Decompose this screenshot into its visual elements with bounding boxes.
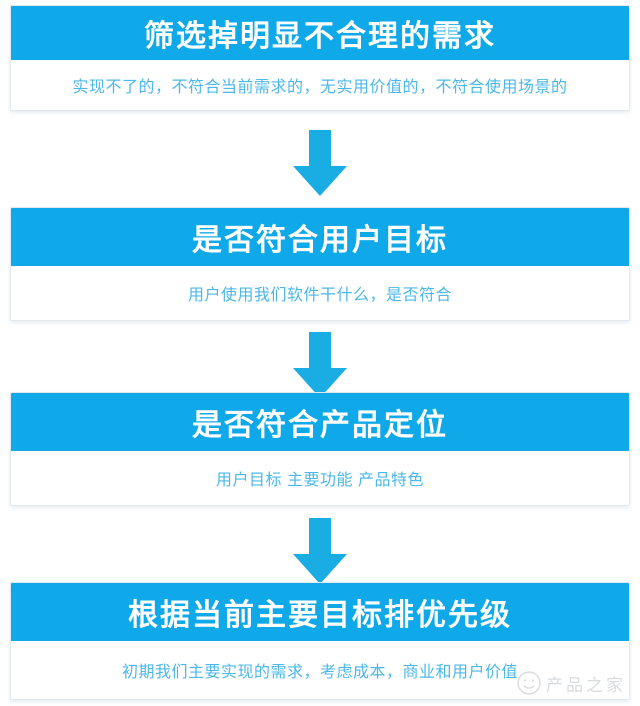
flow-node-1: 筛选掉明显不合理的需求 实现不了的，不符合当前需求的，无实用价值的，不符合使用场…	[10, 5, 630, 111]
arrow-down-icon	[293, 332, 347, 398]
arrow-down-icon	[293, 518, 347, 584]
flow-node-2-subtitle: 用户使用我们软件干什么，是否符合	[11, 266, 629, 320]
flow-node-3-title: 是否符合产品定位	[11, 393, 629, 451]
flow-node-3-subtitle: 用户目标 主要功能 产品特色	[11, 451, 629, 505]
flow-node-1-title: 筛选掉明显不合理的需求	[11, 6, 629, 60]
flow-node-2-title: 是否符合用户目标	[11, 208, 629, 266]
flow-node-4: 根据当前主要目标排优先级 初期我们主要实现的需求，考虑成本，商业和用户价值	[10, 582, 630, 700]
flow-node-4-subtitle: 初期我们主要实现的需求，考虑成本，商业和用户价值	[11, 641, 629, 699]
flow-node-4-title: 根据当前主要目标排优先级	[11, 583, 629, 641]
flow-node-3: 是否符合产品定位 用户目标 主要功能 产品特色	[10, 392, 630, 506]
flow-node-1-subtitle: 实现不了的，不符合当前需求的，无实用价值的，不符合使用场景的	[11, 60, 629, 110]
flow-node-2: 是否符合用户目标 用户使用我们软件干什么，是否符合	[10, 207, 630, 321]
arrow-down-icon	[293, 130, 347, 196]
